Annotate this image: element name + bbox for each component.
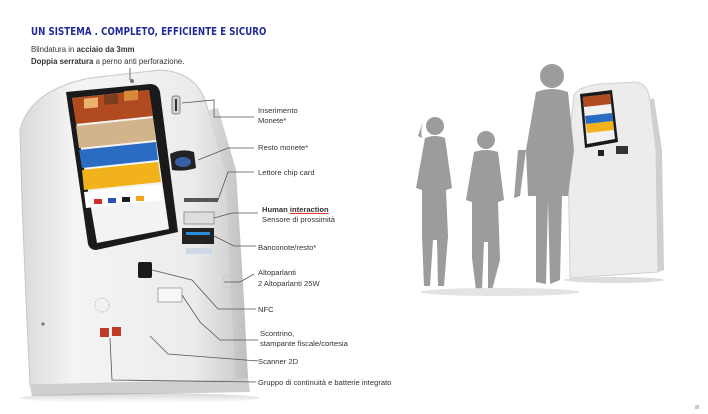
corner-mark: [695, 405, 699, 409]
coin-slot: [171, 95, 181, 115]
small-kiosk: [564, 81, 664, 283]
label-banknotes: Banconote/resto*: [258, 243, 317, 252]
touch-screen: [66, 84, 178, 250]
banknote-unit: [182, 228, 214, 254]
callout-lines: [109, 68, 259, 383]
label-nfc: NFC: [258, 305, 274, 314]
label-coin-change: Resto monete*: [258, 143, 309, 152]
label-scanner: Scanner 2D: [258, 357, 299, 366]
ups-indicator-2: [112, 327, 121, 336]
child-girl-silhouette: [416, 117, 452, 286]
lock-description: Doppia serratura a perno anti perforazio…: [31, 57, 185, 66]
ups-indicator: [100, 328, 109, 337]
coin-return: [170, 150, 196, 171]
label-receipt: Scontrino,stampante fiscale/cortesia: [260, 329, 348, 348]
child-boy-silhouette: [466, 131, 504, 290]
label-chip-reader: Lettore chip card: [258, 168, 315, 177]
chip-card-reader: [184, 198, 218, 202]
speaker-left: [94, 297, 110, 313]
nfc-reader: [138, 262, 152, 278]
page-title: UN SISTEMA . COMPLETO, EFFICIENTE E SICU…: [31, 26, 267, 38]
lock-icon: [41, 322, 45, 326]
armor-description: Blindatura in acciaio da 3mm: [31, 45, 135, 54]
adult-silhouette: [514, 64, 574, 284]
label-ups: Gruppo di continuità e batterie integrat…: [258, 378, 392, 387]
